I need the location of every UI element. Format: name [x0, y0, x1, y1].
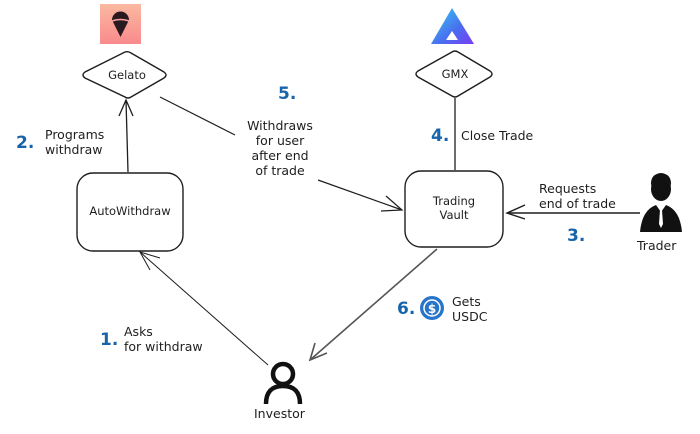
- step-2-text: Programs withdraw: [45, 127, 105, 157]
- trading-vault-node[interactable]: [404, 170, 504, 248]
- arrow-trader-to-vault: [505, 204, 640, 220]
- investor-label: Investor: [254, 406, 305, 421]
- svg-text:$: $: [428, 302, 436, 316]
- step-4-number: 4.: [431, 126, 450, 146]
- step-3-number: 3.: [567, 226, 586, 246]
- step-3-text: Requests end of trade: [539, 181, 616, 211]
- step-1-number: 1.: [100, 330, 119, 350]
- auto-withdraw-node[interactable]: [76, 172, 184, 252]
- arrow-autowithdraw-to-gelato: [118, 98, 134, 173]
- step-5-number: 5.: [278, 84, 297, 104]
- step-6-number: 6.: [397, 299, 416, 319]
- step-5-text: Withdraws for user after end of trade: [247, 118, 313, 178]
- arrow-vault-to-investor: [308, 248, 438, 362]
- auto-withdraw-label: AutoWithdraw: [89, 204, 171, 218]
- step-4-text: Close Trade: [461, 128, 534, 143]
- investor-icon: [263, 361, 303, 405]
- step-1-text: Asks for withdraw: [124, 324, 203, 354]
- usdc-coin-icon: $: [420, 296, 444, 320]
- gelato-node[interactable]: [82, 50, 167, 99]
- gmx-node[interactable]: [415, 50, 493, 98]
- step-6-text: Gets USDC: [452, 294, 488, 324]
- gelato-label: Gelato: [108, 68, 146, 82]
- step-2-number: 2.: [16, 133, 35, 153]
- gmx-logo: [431, 8, 474, 44]
- trading-vault-label: Trading Vault: [432, 194, 476, 222]
- trader-icon: [640, 173, 682, 232]
- arrow-investor-to-autowithdraw: [138, 251, 269, 366]
- trader-label: Trader: [637, 238, 677, 253]
- gelato-logo: [100, 4, 141, 44]
- gmx-label: GMX: [441, 67, 469, 81]
- arrow-gelato-to-vault: [159, 96, 404, 212]
